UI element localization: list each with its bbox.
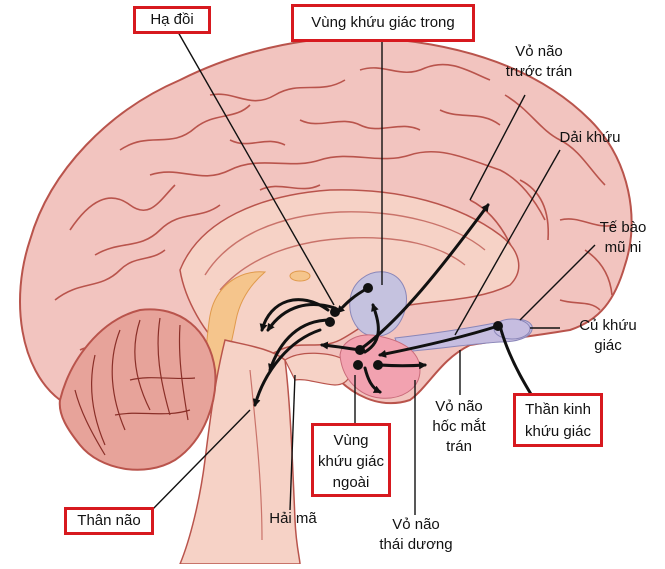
mitral-cells-label: Tế bào mũ ni xyxy=(599,219,647,256)
orbitofrontal-label: Vỏ não hốc mắt trán xyxy=(432,398,486,455)
lateral-olfactory-label: Vùng khứu giác ngoài xyxy=(311,423,391,497)
leader-lines xyxy=(149,31,596,515)
olfactory-nerve-label: Thần kinh khứu giác xyxy=(513,393,603,447)
brainstem-label: Thân não xyxy=(64,507,154,535)
cerebellum-folia xyxy=(74,317,196,456)
hippocampus-label: Hải mã xyxy=(269,510,317,527)
prefrontal-label: Vỏ não trước trán xyxy=(505,43,573,80)
olfactory-bulb-label: Củ khứu giác xyxy=(579,317,637,354)
hypothalamus-label: Hạ đồi xyxy=(133,6,211,34)
pathway-nodes xyxy=(325,283,503,370)
medial-olfactory-label: Vùng khứu giác trong xyxy=(291,4,475,42)
olfactory-tract-label: Dải khứu xyxy=(559,129,621,146)
temporal-cortex-label: Vỏ não thái dương xyxy=(379,516,453,553)
